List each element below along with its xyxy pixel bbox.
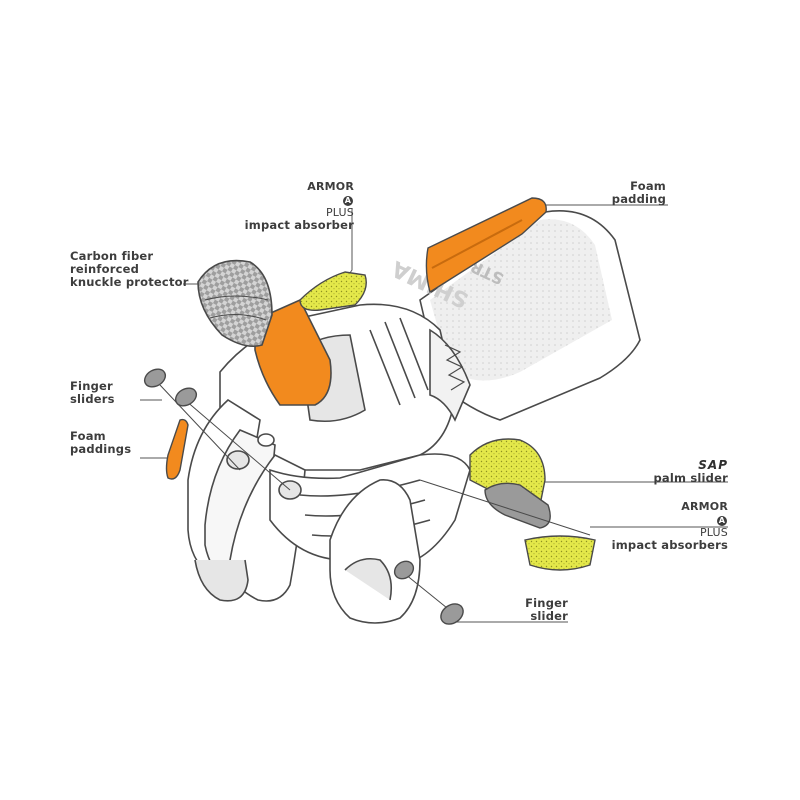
cuff-foam-padding <box>425 197 547 294</box>
armor-impact-absorber-top <box>299 271 367 311</box>
finger-slider-thumb <box>393 560 464 625</box>
label-finger-sliders: Finger sliders <box>70 379 115 406</box>
palm-pieces <box>419 438 596 571</box>
finger-sliders-left <box>143 368 291 491</box>
carbon-knuckle-protector <box>197 259 332 406</box>
label-finger-slider: Finger slider <box>525 596 568 623</box>
foam-paddings-left <box>165 418 189 480</box>
zigzag-stitch <box>444 344 466 391</box>
leader-lines <box>140 204 728 623</box>
armor-impact-absorber-right-lower <box>524 535 596 571</box>
label-palm-slider: SAP palm slider <box>610 459 728 485</box>
sap-logo: SAP <box>698 458 728 472</box>
label-carbon-knuckle-protector: Carbon fiber reinforced knuckle protecto… <box>70 249 189 289</box>
label-foam-paddings: Foam paddings <box>70 429 132 456</box>
glove-hand <box>187 303 471 624</box>
label-foam-padding: Foam padding <box>611 179 666 206</box>
